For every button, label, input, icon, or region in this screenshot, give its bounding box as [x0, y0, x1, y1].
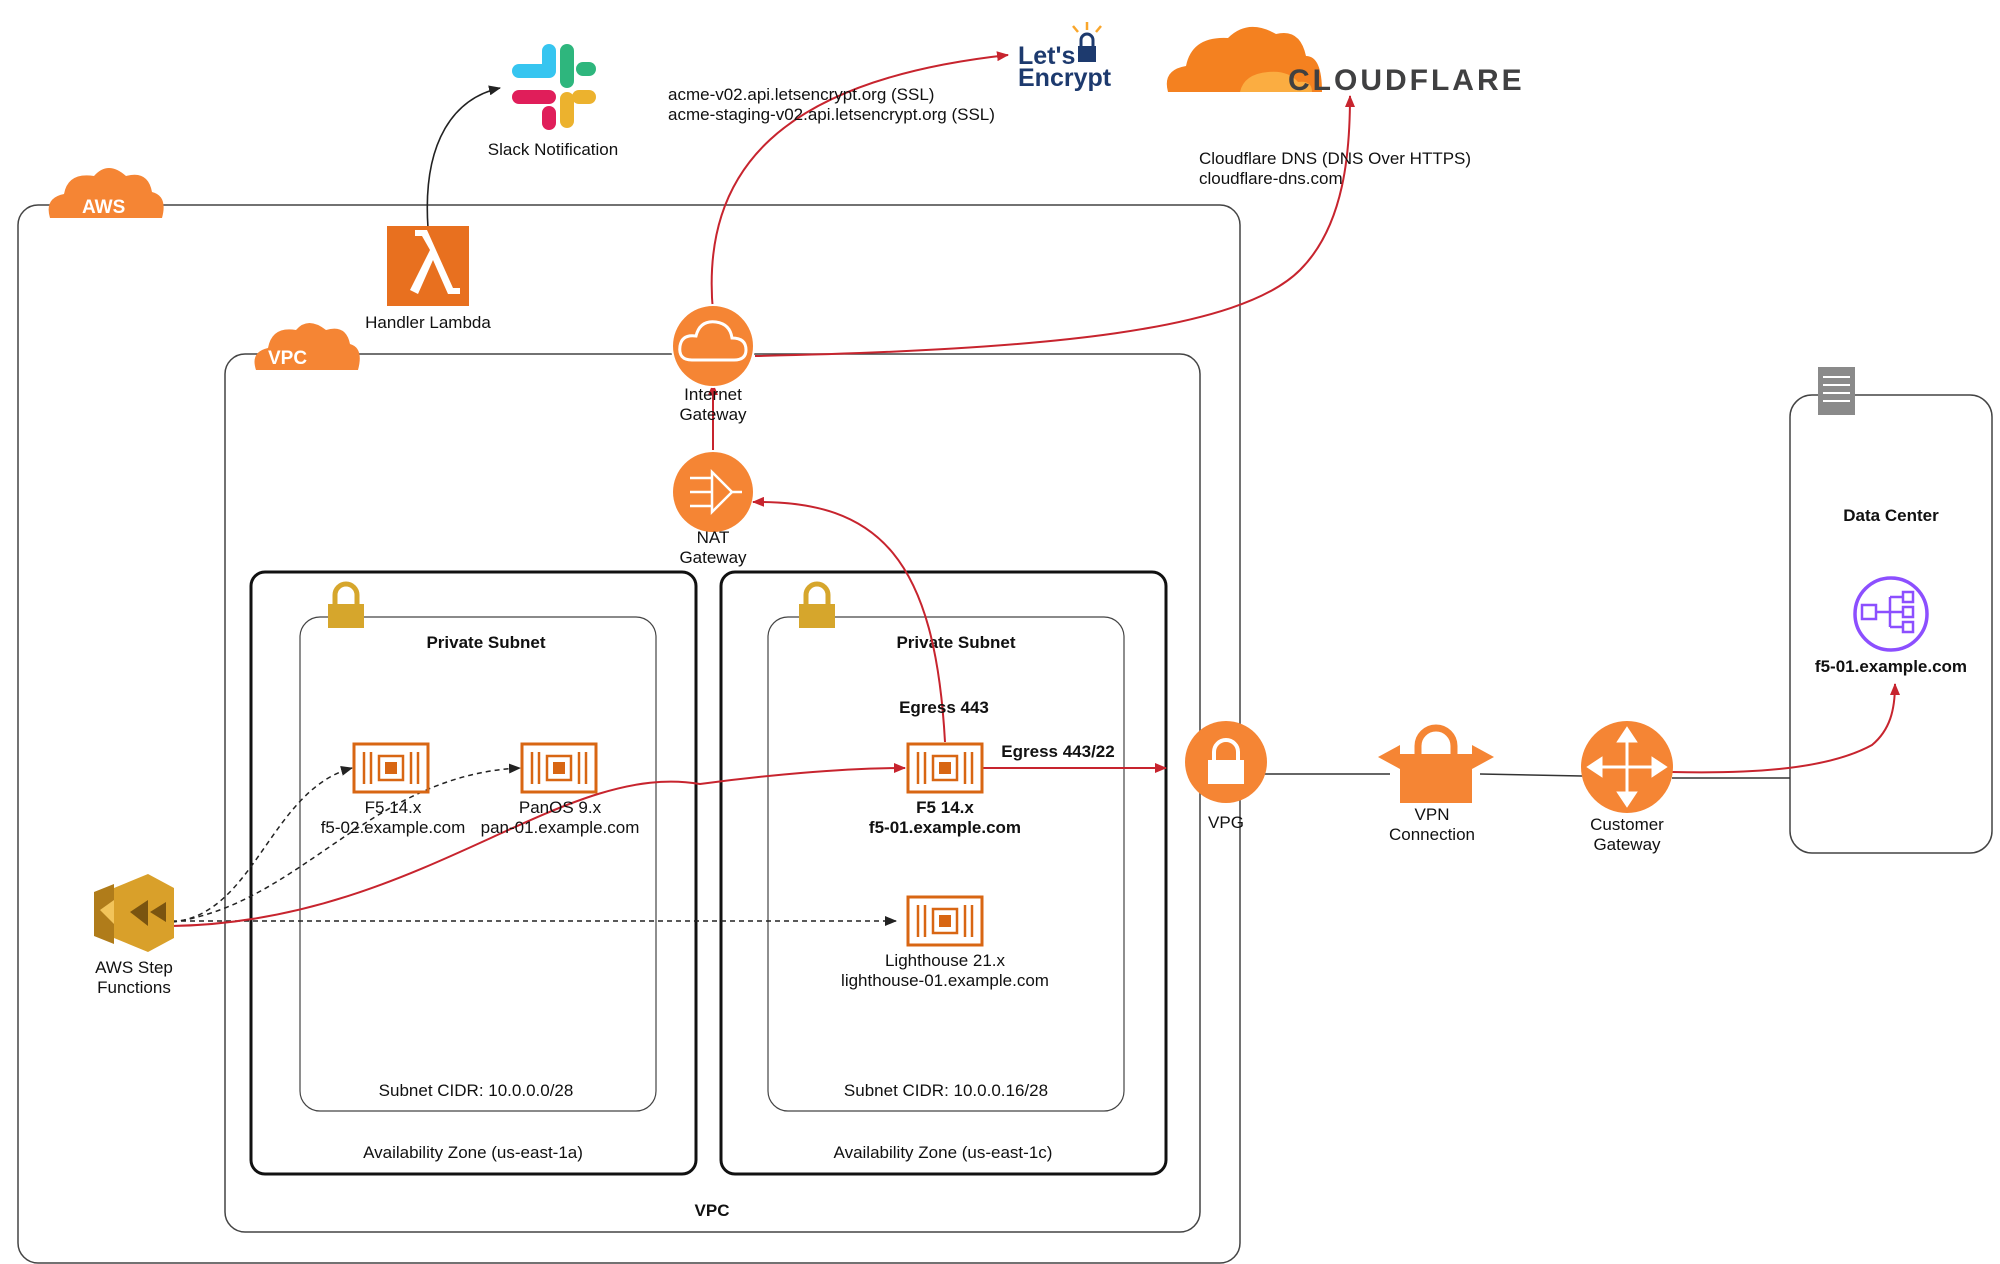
egress-443-label: Egress 443: [899, 698, 989, 717]
subnet-a-cidr: Subnet CIDR: 10.0.0.0/28: [379, 1081, 574, 1100]
cloudflare-wordmark: CLOUDFLARE: [1288, 64, 1525, 97]
vpn-connection-icon: [1378, 724, 1494, 803]
instance-f5-02-line1: F5 14.x: [365, 798, 422, 817]
instance-pan-01-line2: pan-01.example.com: [481, 818, 640, 837]
lock-icon-subnet-c: [799, 581, 835, 628]
instance-lighthouse-line2: lighthouse-01.example.com: [841, 971, 1049, 990]
availability-zone-c: [719, 570, 1168, 1176]
availability-zone-a: [249, 570, 698, 1176]
vpn-label-1: VPN: [1415, 805, 1450, 824]
nat-gateway-label-1: NAT: [697, 528, 730, 547]
letsencrypt-logo: Let's Encrypt: [1018, 22, 1112, 92]
red-arrow-cgw-to-dc-host: [1671, 683, 1900, 774]
step-functions-label-2: Functions: [97, 978, 171, 997]
subnet-c-title: Private Subnet: [896, 633, 1015, 652]
server-rack-icon: [1818, 367, 1855, 415]
red-arrow-igw-to-cloudflare: [754, 95, 1355, 357]
lock-icon-subnet-a: [328, 581, 364, 628]
letsencrypt-endpoint-1: acme-v02.api.letsencrypt.org (SSL): [668, 85, 934, 104]
egress-443-22-label: Egress 443/22: [1001, 742, 1114, 761]
customer-gateway-label-1: Customer: [1590, 815, 1664, 834]
cloudflare-dns-label: Cloudflare DNS (DNS Over HTTPS): [1199, 149, 1471, 168]
customer-gateway-label-2: Gateway: [1593, 835, 1661, 854]
instance-f5-02-line2: f5-02.example.com: [321, 818, 466, 837]
link-vpn-cgw: [1479, 773, 1583, 777]
instance-chip-icon-lighthouse: [906, 895, 984, 947]
dashed-arrow-to-f5-02: [171, 766, 353, 923]
red-arrow-igw-to-letsencrypt: [710, 51, 1009, 313]
red-arrow-stepfn-to-f5-01: [171, 763, 906, 927]
nat-gateway-icon: [673, 452, 753, 532]
instance-chip-icon-f5-01: [906, 742, 984, 794]
step-functions-icon: [94, 874, 174, 952]
lambda-label: Handler Lambda: [365, 313, 491, 332]
vpc-bottom-label: VPC: [695, 1201, 730, 1220]
letsencrypt-logo-line1: Let's: [1018, 42, 1075, 70]
instance-lighthouse-line1: Lighthouse 21.x: [885, 951, 1006, 970]
letsencrypt-logo-line2: Encrypt: [1018, 64, 1112, 92]
slack-icon: [512, 44, 596, 130]
vpg-icon: [1185, 721, 1267, 803]
letsencrypt-endpoint-2: acme-staging-v02.api.letsencrypt.org (SS…: [668, 105, 995, 124]
aws-tag-text: AWS: [82, 197, 125, 218]
private-subnet-a: [299, 616, 657, 1112]
instance-pan-01-line1: PanOS 9.x: [519, 798, 602, 817]
data-center-boundary: [1789, 394, 1993, 854]
load-balancer-icon: [1853, 576, 1929, 652]
vpc-cloud-tag: VPC: [254, 323, 360, 370]
lambda-icon: [387, 226, 469, 306]
vpc-tag-text: VPC: [268, 348, 307, 369]
red-arrow-f5-01-to-nat: [752, 496, 946, 743]
arrow-lambda-slack: [426, 85, 501, 229]
vpg-label: VPG: [1208, 813, 1244, 832]
instance-chip-icon-f5-02: [352, 742, 430, 794]
aws-cloud-tag: AWS: [48, 168, 164, 218]
aws-cloud-boundary: [17, 204, 1241, 1264]
internet-gateway-icon: [671, 304, 755, 388]
customer-gateway-icon: [1581, 721, 1673, 813]
az-c-label: Availability Zone (us-east-1c): [834, 1143, 1053, 1162]
cloudflare-dns-host: cloudflare-dns.com: [1199, 169, 1343, 188]
vpn-label-2: Connection: [1389, 825, 1475, 844]
private-subnet-c: [767, 616, 1125, 1112]
subnet-c-cidr: Subnet CIDR: 10.0.0.16/28: [844, 1081, 1048, 1100]
data-center-host: f5-01.example.com: [1815, 657, 1967, 676]
instance-f5-01-line2: f5-01.example.com: [869, 818, 1021, 837]
internet-gateway-label-1: Internet: [684, 385, 742, 404]
cloudflare-logo: CLOUDFLARE: [1166, 26, 1525, 97]
instance-chip-icon-pan-01: [520, 742, 598, 794]
slack-label: Slack Notification: [488, 140, 618, 159]
nat-gateway-label-2: Gateway: [679, 548, 747, 567]
subnet-a-title: Private Subnet: [426, 633, 545, 652]
az-a-label: Availability Zone (us-east-1a): [363, 1143, 583, 1162]
step-functions-label-1: AWS Step: [95, 958, 173, 977]
instance-f5-01-line1: F5 14.x: [916, 798, 974, 817]
dashed-arrow-to-pan-01: [171, 763, 521, 923]
data-center-title: Data Center: [1843, 506, 1939, 525]
internet-gateway-label-2: Gateway: [679, 405, 747, 424]
